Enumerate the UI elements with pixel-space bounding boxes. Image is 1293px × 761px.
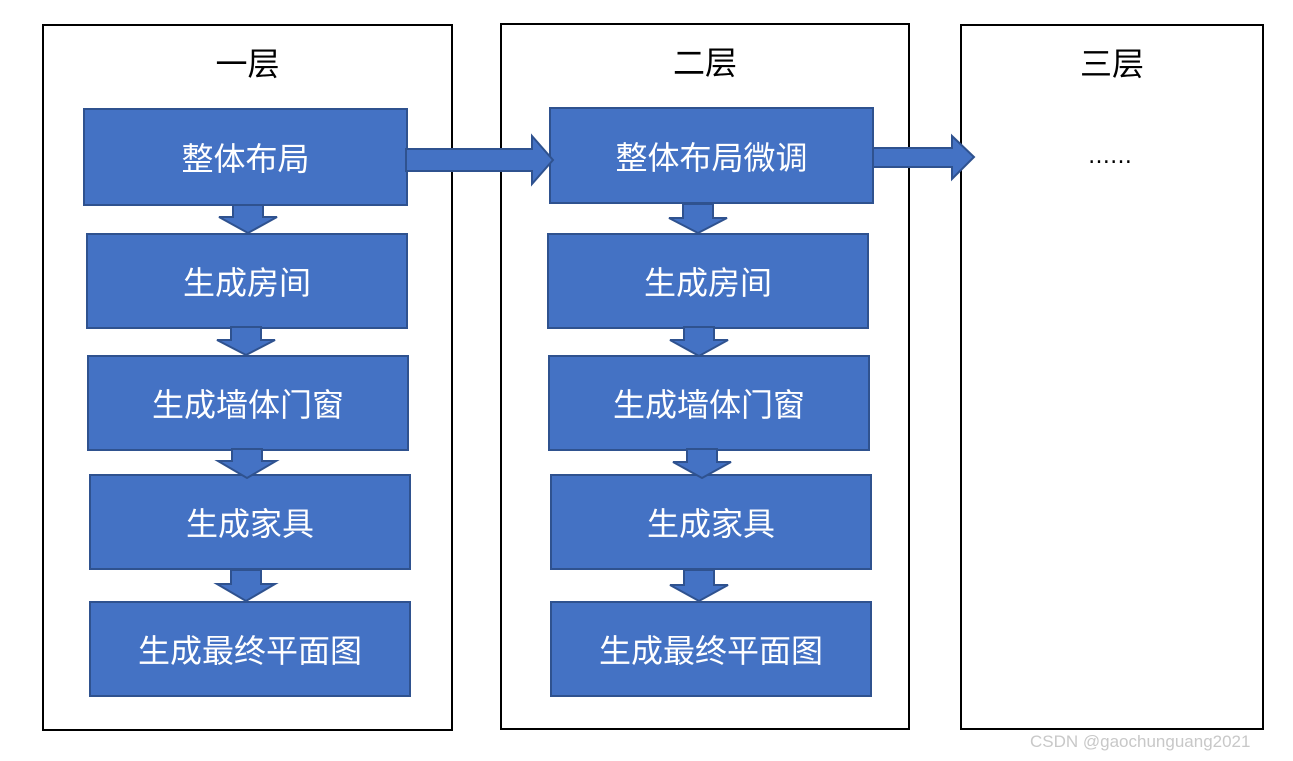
floor-2-step-generate-rooms: 生成房间 [547,233,869,329]
floor-1-title: 一层 [215,45,280,83]
floor-3-placeholder: …… [1088,144,1132,169]
floor-2-step-generate-final-plan: 生成最终平面图 [550,601,872,697]
arrow-floor2-to-floor3 [872,133,976,182]
arrow-down-icon [672,448,732,480]
floor-3-panel: 三层 …… [960,24,1264,730]
arrow-down-icon [216,326,276,357]
arrow-down-icon [218,204,278,235]
floor-2-step-generate-walls-doors-windows: 生成墙体门窗 [548,355,870,451]
arrow-floor1-to-floor2 [405,133,555,187]
watermark: CSDN @gaochunguang2021 [1030,732,1251,751]
floor-1-step-generate-final-plan: 生成最终平面图 [89,601,411,697]
floor-2-title: 二层 [672,44,737,82]
arrow-down-icon [214,448,280,480]
arrow-down-icon [669,326,729,358]
arrow-down-icon [669,569,729,603]
floor-3-title: 三层 [1079,45,1144,83]
floor-1-step-generate-rooms: 生成房间 [86,233,408,329]
floor-1-step-generate-walls-doors-windows: 生成墙体门窗 [87,355,409,451]
arrow-down-icon [668,203,728,235]
floor-2-step-layout-adjustment: 整体布局微调 [549,107,874,204]
arrow-down-icon [213,569,279,603]
